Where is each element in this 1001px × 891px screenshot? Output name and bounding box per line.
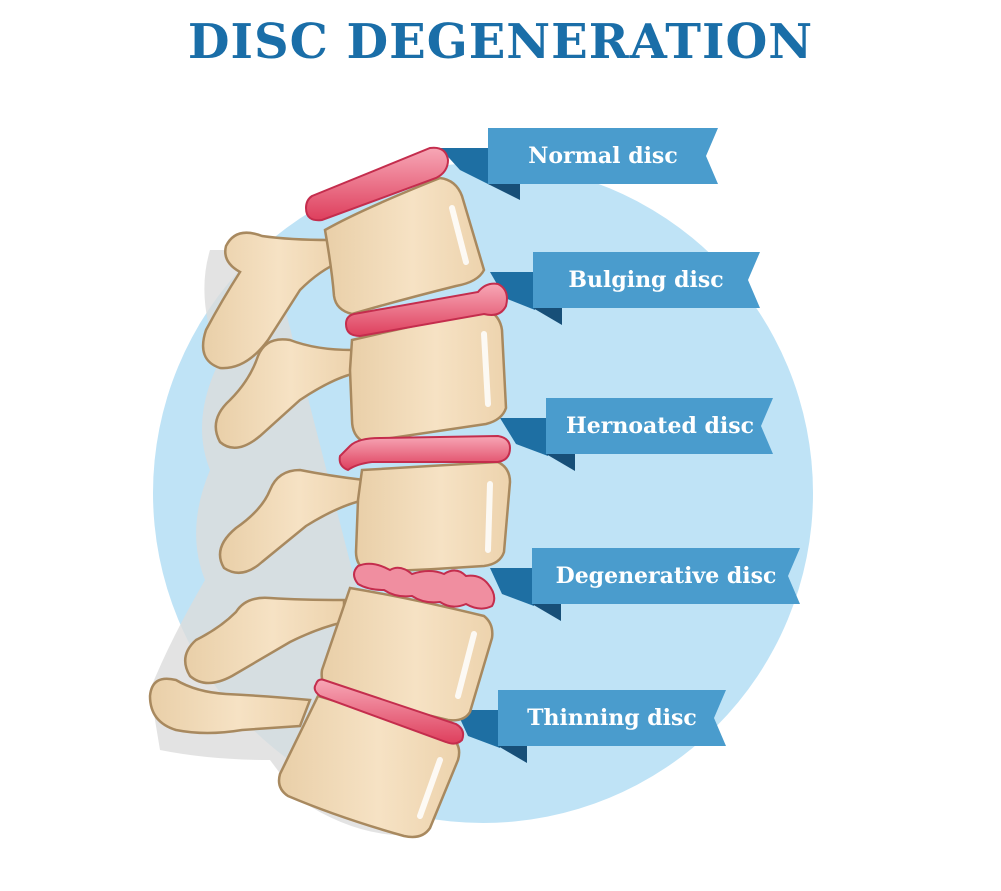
disc-bulging [344,282,508,338]
ribbon-bulging [490,252,760,325]
ribbon-normal [440,128,718,200]
disc-herniated [338,434,512,472]
labels: Normal disc Bulging disc Hernoated disc … [527,143,776,731]
label-normal-disc: Normal disc [528,143,677,169]
label-herniated-disc: Hernoated disc [566,413,754,439]
vertebrae [277,176,512,839]
disc-normal [304,146,450,222]
ribbon-herniated [500,398,773,471]
label-thinning-disc: Thinning disc [527,705,697,731]
ribbon-thinning [456,690,726,763]
bone-highlights [417,205,493,819]
ribbon-degenerative [490,548,800,621]
label-bulging-disc: Bulging disc [568,267,723,293]
spinous-processes [148,231,366,735]
label-degenerative-disc: Degenerative disc [556,563,777,589]
diagram-title: DISC DEGENERATION [187,14,814,70]
disc-thinning [313,678,465,745]
disc-degenerative [353,562,496,610]
discs [304,146,512,745]
vertebra-1 [323,176,486,316]
ribbons [440,128,800,763]
